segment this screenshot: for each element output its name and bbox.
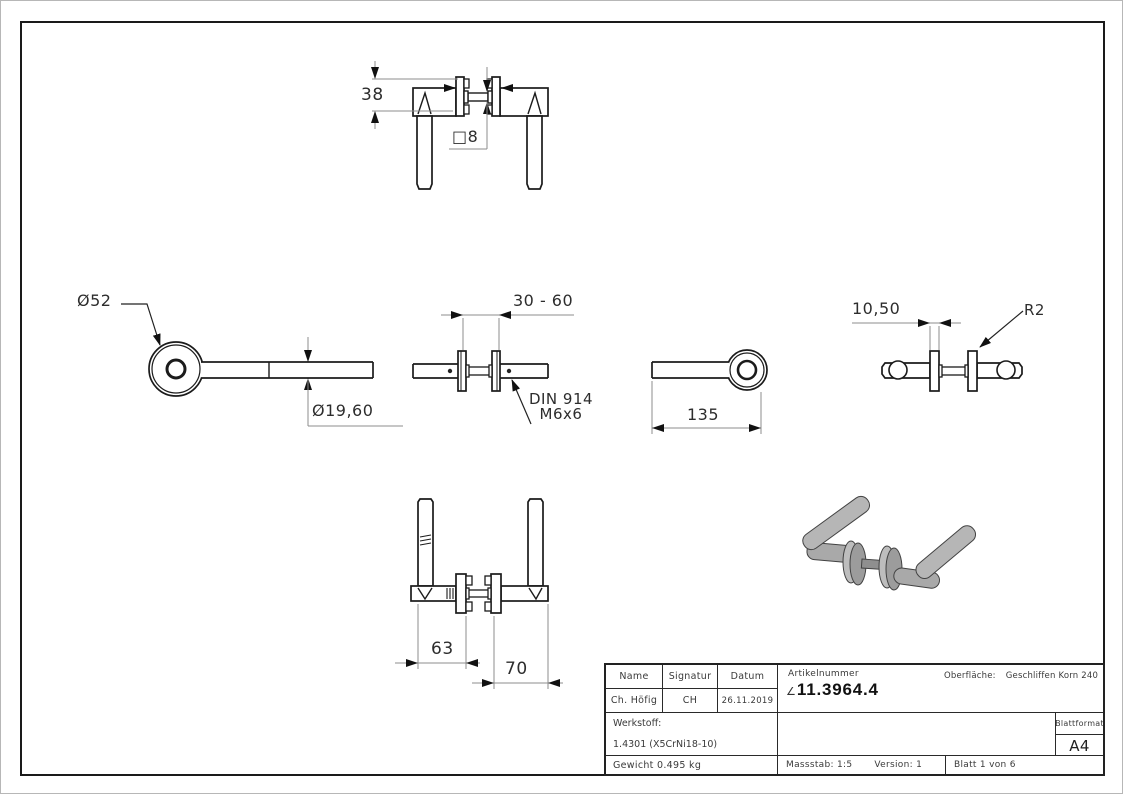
- artikelnummer-label: Artikelnummer: [788, 669, 859, 679]
- werkstoff-cell: Werkstoff: 1.4301 (X5CrNi18-10): [606, 713, 778, 756]
- werkstoff-value: 1.4301 (X5CrNi18-10): [613, 739, 718, 750]
- massstab-value: Massstab: 1:5: [786, 760, 853, 770]
- side-view-drawing: [121, 303, 403, 427]
- name-value: Ch. Höfig: [606, 689, 663, 713]
- blattformat-value: A4: [1055, 735, 1103, 756]
- blatt-value: Blatt 1 von 6: [954, 760, 1016, 770]
- title-block: Name Signatur Datum Ch. Höfig CH 26.11.2…: [604, 663, 1105, 776]
- dim-edge-radius: R2: [1024, 301, 1045, 319]
- signatur-label: Signatur: [663, 665, 718, 689]
- version-value: Version: 1: [874, 760, 923, 770]
- dim-rosette-thickness: 10,50: [852, 299, 901, 318]
- top-view-drawing: [371, 61, 549, 190]
- name-label: Name: [606, 665, 663, 689]
- dim-offset-right: 70: [505, 659, 528, 679]
- blattformat-label: Blattformat: [1055, 713, 1104, 735]
- datum-value: 26.11.2019: [718, 689, 778, 713]
- set-screw-note-line1: DIN 914: [528, 390, 594, 408]
- end-view-drawing: [852, 310, 1024, 392]
- dim-offset-left: 63: [431, 639, 454, 659]
- dim-door-range: 30 - 60: [513, 291, 574, 310]
- dim-rosette-diameter: Ø52: [77, 291, 112, 310]
- dim-grip-diameter: Ø19,60: [312, 401, 374, 420]
- oberflaeche-label: Oberfläche:: [944, 671, 996, 681]
- set-screw-note-line2: M6x6: [539, 405, 583, 423]
- gewicht-value: Gewicht 0.495 kg: [606, 756, 778, 774]
- datum-label: Datum: [718, 665, 778, 689]
- set-screw-note: DIN 914 M6x6: [524, 392, 598, 422]
- bottom-view-drawing: [395, 498, 563, 689]
- dim-rosette-height: 38: [361, 85, 384, 105]
- dim-spindle-square: □8: [452, 127, 479, 146]
- werkstoff-label: Werkstoff:: [613, 718, 662, 729]
- signatur-value: CH: [663, 689, 718, 713]
- oberflaeche-value: Geschliffen Korn 240: [1005, 671, 1099, 681]
- lever-view-drawing: [651, 349, 768, 434]
- oberflaeche: Oberfläche: Geschliffen Korn 240: [944, 671, 1098, 681]
- iso-3d-view: [802, 495, 977, 591]
- artikelnummer: ∠11.3964.4: [786, 680, 879, 700]
- dim-grip-length: 135: [687, 405, 720, 424]
- sheet-frame: [20, 21, 1105, 776]
- artikelnummer-value: 11.3964.4: [796, 680, 879, 699]
- section-view-drawing: [412, 311, 574, 425]
- projection-angle-symbol: ∠: [786, 685, 796, 698]
- artikelnummer-cell: Artikelnummer ∠11.3964.4 Oberfläche: Gesc…: [778, 665, 1103, 713]
- massstab-cell: Massstab: 1:5 Version: 1: [778, 756, 946, 774]
- middle-empty-cell: [778, 713, 1103, 756]
